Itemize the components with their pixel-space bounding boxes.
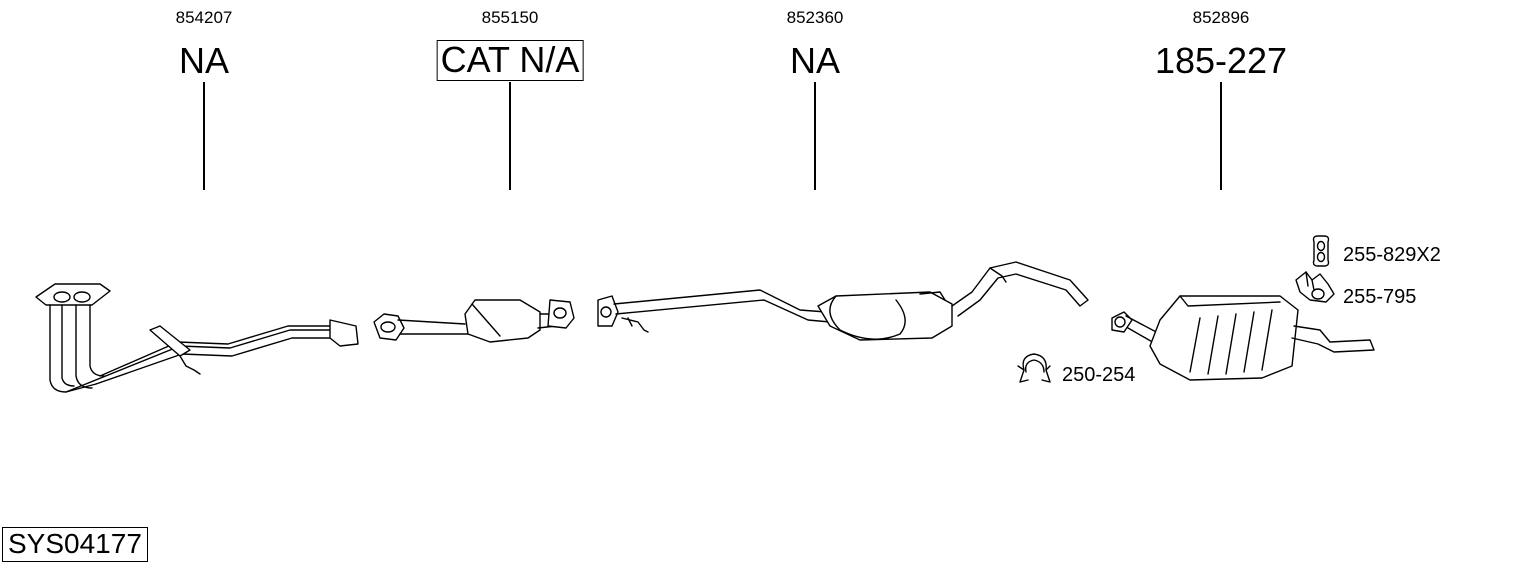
part-code-3: NA [789, 40, 841, 81]
part-code-4: 185-227 [1154, 40, 1288, 81]
accessory-label-1: 255-829X2 [1343, 244, 1441, 266]
clamp-icon [1017, 353, 1051, 383]
part-number-2: 855150 [481, 8, 539, 27]
part-number-1: 854207 [175, 8, 233, 27]
accessory-label-2: 255-795 [1343, 286, 1417, 308]
front-pipe-manifold [35, 283, 359, 393]
catalytic-converter [373, 299, 575, 343]
part-code-1: NA [178, 40, 230, 81]
leader-line-4 [1220, 82, 1222, 190]
system-id-label: SYS04177 [2, 527, 148, 562]
hanger-icon [1312, 235, 1330, 267]
part-number-3: 852360 [786, 8, 844, 27]
accessory-label-3: 250-254 [1062, 364, 1136, 386]
part-number-4: 852896 [1192, 8, 1250, 27]
centre-silencer-pipe [597, 261, 1089, 341]
mount-bracket-icon [1295, 271, 1335, 303]
rear-silencer [1111, 295, 1375, 381]
part-code-2: CAT N/A [436, 40, 584, 81]
leader-line-3 [814, 82, 816, 190]
leader-line-1 [203, 82, 205, 190]
leader-line-2 [509, 82, 511, 190]
